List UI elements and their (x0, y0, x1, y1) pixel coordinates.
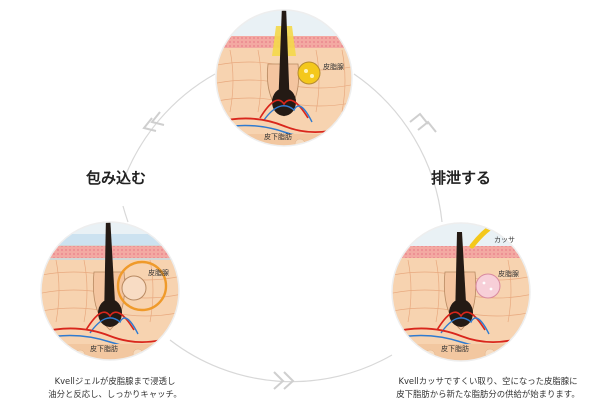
caption-left: Kvellジェルが皮脂腺まで浸透し 油分と反応し、しっかりキャッチ。 (40, 375, 190, 401)
arrow-left-icon (142, 111, 165, 132)
cycle-ring (122, 73, 443, 383)
label-fat-top: 皮下脂肪 (264, 132, 292, 141)
label-fat-left: 皮下脂肪 (90, 344, 118, 353)
caption-right-line-2: 皮下脂肪から新たな脂肪分の供給が始まります。 (396, 389, 580, 399)
caption-left-line-2: 油分と反応し、しっかりキャッチ。 (48, 389, 182, 399)
arrow-bottom-icon (273, 371, 295, 390)
skin-illustration-right: カッサ 皮脂腺 皮下脂肪 (391, 222, 531, 362)
label-gland-right: 皮脂腺 (498, 269, 519, 278)
label-fat-right: 皮下脂肪 (441, 344, 469, 353)
step-label-excrete: 排泄する (431, 169, 492, 187)
label-gland-top: 皮脂腺 (323, 62, 344, 71)
skin-illustration-left: 皮脂腺 皮下脂肪 (40, 221, 180, 361)
caption-left-line-1: Kvellジェルが皮脂腺まで浸透し (54, 376, 176, 386)
caption-right-line-1: Kvellカッサですくい取り、空になった皮脂腺に (398, 376, 578, 386)
label-kassa: カッサ (494, 236, 515, 244)
step-label-wrap: 包み込む (86, 169, 147, 187)
arrow-right-icon (409, 112, 437, 133)
caption-right: Kvellカッサですくい取り、空になった皮脂腺に 皮下脂肪から新たな脂肪分の供給… (388, 375, 588, 401)
skin-illustration-top: 皮脂腺 皮下脂肪 (215, 9, 353, 147)
label-gland-left: 皮脂腺 (148, 268, 169, 277)
